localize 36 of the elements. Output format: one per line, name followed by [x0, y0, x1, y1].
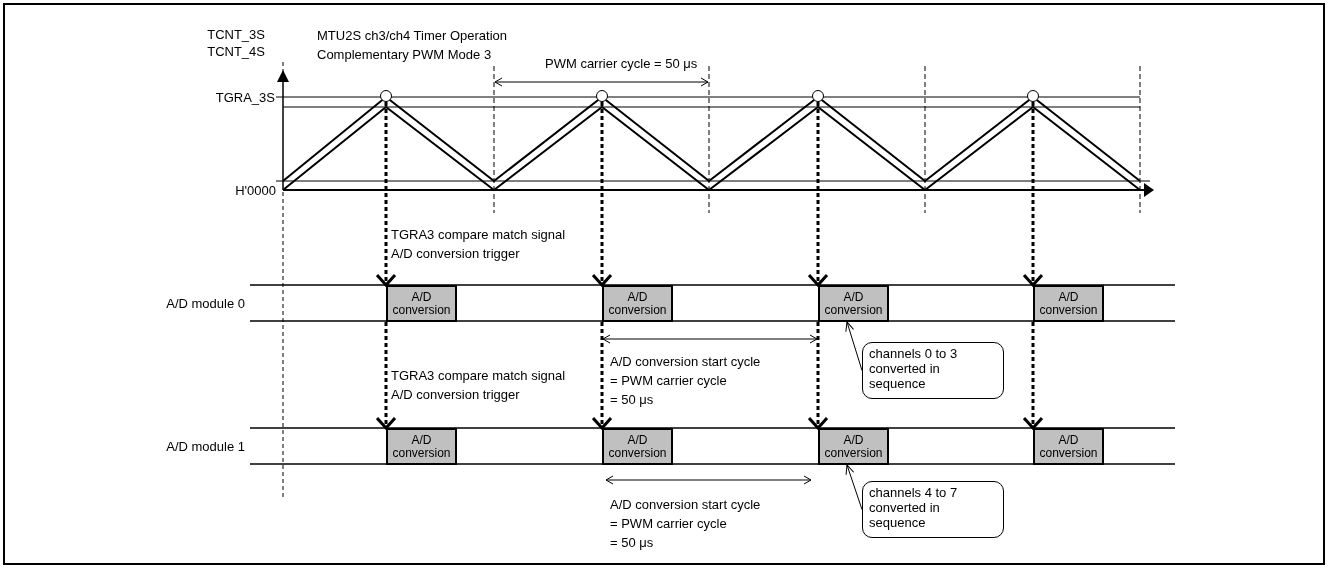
- peak-marker: [812, 90, 824, 102]
- callout-box: channels 4 to 7 converted in sequence: [862, 481, 1004, 538]
- trigger-arrow: [807, 102, 829, 287]
- trigger-arrow: [591, 102, 613, 287]
- conversion-block: A/D conversion: [602, 285, 673, 322]
- axis-label: TCNT_3S: [206, 26, 265, 43]
- conversion-block: A/D conversion: [818, 428, 889, 465]
- conversion-block: A/D conversion: [386, 285, 457, 322]
- trigger-arrow: [375, 102, 397, 287]
- conversion-block: A/D conversion: [602, 428, 673, 465]
- conversion-block: A/D conversion: [818, 285, 889, 322]
- level-label: TGRA_3S: [214, 89, 275, 106]
- trigger-label: TGRA3 compare match signal A/D conversion trigger: [391, 367, 567, 404]
- conversion-block: A/D conversion: [1033, 285, 1104, 322]
- axis-label: TCNT_4S: [206, 43, 265, 60]
- level-label: H'0000: [234, 182, 276, 199]
- conversion-block: A/D conversion: [1033, 428, 1104, 465]
- cycle-note: A/D conversion start cycle = PWM carrier cycle = 50 μs: [610, 496, 762, 552]
- trigger-label: TGRA3 compare match signal A/D conversion trigger: [391, 226, 567, 263]
- dimension-label: PWM carrier cycle = 50 μs: [545, 55, 699, 72]
- trigger-arrow: [375, 322, 397, 430]
- row-label: A/D module 0: [165, 295, 245, 312]
- peak-marker: [596, 90, 608, 102]
- row-label: A/D module 1: [165, 438, 245, 455]
- conversion-block: A/D conversion: [386, 428, 457, 465]
- leader-line: [845, 464, 863, 510]
- peak-marker: [380, 90, 392, 102]
- peak-marker: [1027, 90, 1039, 102]
- trigger-arrow: [1022, 322, 1044, 430]
- trigger-arrow: [1022, 102, 1044, 287]
- cycle-note: A/D conversion start cycle = PWM carrier cycle = 50 μs: [610, 353, 762, 409]
- callout-box: channels 0 to 3 converted in sequence: [862, 342, 1004, 399]
- diagram-heading: MTU2S ch3/ch4 Timer Operation Complementary PWM Mode 3: [317, 27, 509, 64]
- leader-line: [845, 321, 863, 371]
- trigger-arrow: [591, 322, 613, 430]
- trigger-arrow: [807, 322, 829, 430]
